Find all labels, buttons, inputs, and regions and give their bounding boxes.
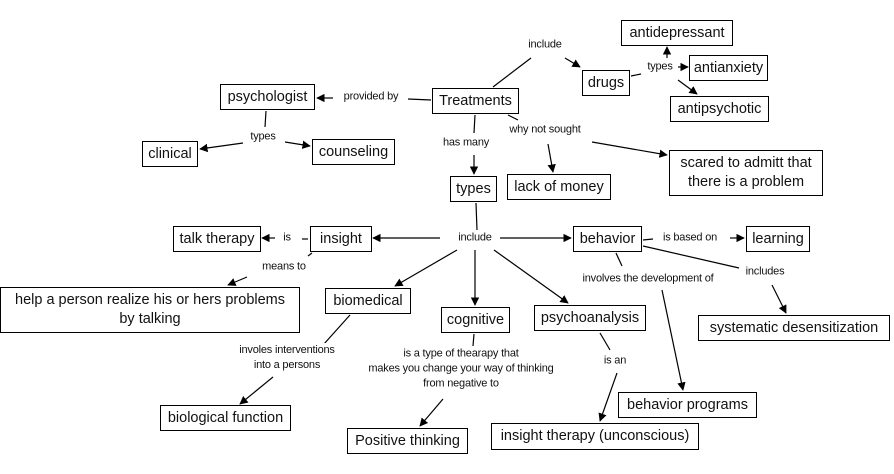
- link-label-types-psychologist: types: [249, 129, 277, 145]
- link-label-provided-by: provided by: [342, 89, 400, 105]
- link-label-is-an: is an: [602, 353, 628, 369]
- node-biomedical[interactable]: biomedical: [325, 288, 411, 314]
- node-antianxiety[interactable]: antianxiety: [689, 55, 768, 81]
- arrow-connector: [564, 57, 581, 68]
- line-connector: [642, 245, 740, 269]
- node-help-person[interactable]: help a person realize his or hers proble…: [0, 287, 300, 333]
- arrow-connector: [547, 143, 556, 173]
- arrow-connector: [493, 249, 569, 304]
- link-label-includes: includes: [744, 264, 786, 280]
- node-antidepressant[interactable]: antidepressant: [621, 20, 733, 46]
- arrow-connector: [284, 140, 311, 149]
- node-scared-to-admit[interactable]: scared to admitt that there is a problem: [669, 150, 823, 196]
- node-insight[interactable]: insight: [310, 226, 372, 252]
- node-behavior-programs[interactable]: behavior programs: [618, 392, 757, 418]
- node-learning[interactable]: learning: [746, 226, 810, 252]
- line-connector: [472, 333, 475, 347]
- link-label-include-types: include: [457, 230, 493, 246]
- node-positive-thinking[interactable]: Positive thinking: [347, 428, 468, 454]
- line-connector: [507, 114, 519, 121]
- link-label-is-based-on: is based on: [661, 230, 719, 246]
- link-label-types-drugs: types: [646, 59, 674, 75]
- node-systematic-desensitization[interactable]: systematic desensitization: [698, 315, 890, 341]
- link-label-include-drugs: include: [527, 37, 563, 53]
- arrow-connector: [661, 289, 686, 391]
- line-connector: [630, 73, 642, 77]
- link-label-why-not-sought: why not sought: [508, 122, 582, 138]
- link-label-involes-interventions: involes interventions into a persons: [238, 343, 336, 373]
- link-label-type-of-therapy: is a type of thearapy that makes you cha…: [367, 346, 555, 392]
- arrow-connector: [199, 142, 244, 153]
- arrow-connector: [394, 249, 458, 287]
- line-connector: [599, 332, 611, 351]
- node-antipsychotic[interactable]: antipsychotic: [670, 96, 769, 122]
- node-behavior[interactable]: behavior: [573, 226, 642, 252]
- node-cognitive[interactable]: cognitive: [441, 307, 510, 333]
- node-talk-therapy[interactable]: talk therapy: [173, 226, 261, 252]
- line-connector: [642, 238, 654, 241]
- node-psychologist[interactable]: psychologist: [220, 84, 315, 110]
- arrow-connector: [227, 276, 248, 286]
- arrow-connector: [419, 398, 444, 427]
- link-label-is: is: [282, 230, 292, 246]
- node-lack-of-money[interactable]: lack of money: [507, 174, 611, 200]
- line-connector: [475, 202, 478, 231]
- line-connector: [615, 252, 623, 267]
- arrow-connector: [591, 141, 668, 158]
- line-connector: [307, 252, 313, 257]
- node-types[interactable]: types: [450, 176, 497, 202]
- link-label-means-to: means to: [261, 259, 307, 275]
- node-insight-therapy[interactable]: insight therapy (unconscious): [491, 423, 699, 450]
- node-biological-function[interactable]: biological function: [160, 405, 291, 431]
- node-treatments[interactable]: Treatments: [432, 88, 519, 114]
- node-clinical[interactable]: clinical: [142, 141, 198, 167]
- node-drugs[interactable]: drugs: [582, 70, 630, 96]
- arrow-connector: [677, 79, 698, 95]
- arrow-connector: [598, 372, 618, 422]
- arrow-connector: [239, 376, 274, 405]
- link-label-has-many: has many: [441, 135, 491, 151]
- node-psychoanalysis[interactable]: psychoanalysis: [534, 305, 646, 331]
- link-label-involves-development: involves the development of: [581, 271, 715, 287]
- line-connector: [407, 98, 432, 101]
- node-counseling[interactable]: counseling: [312, 139, 395, 165]
- arrow-connector: [771, 284, 787, 314]
- line-connector: [264, 110, 267, 128]
- line-connector: [473, 114, 476, 134]
- line-connector: [492, 57, 532, 88]
